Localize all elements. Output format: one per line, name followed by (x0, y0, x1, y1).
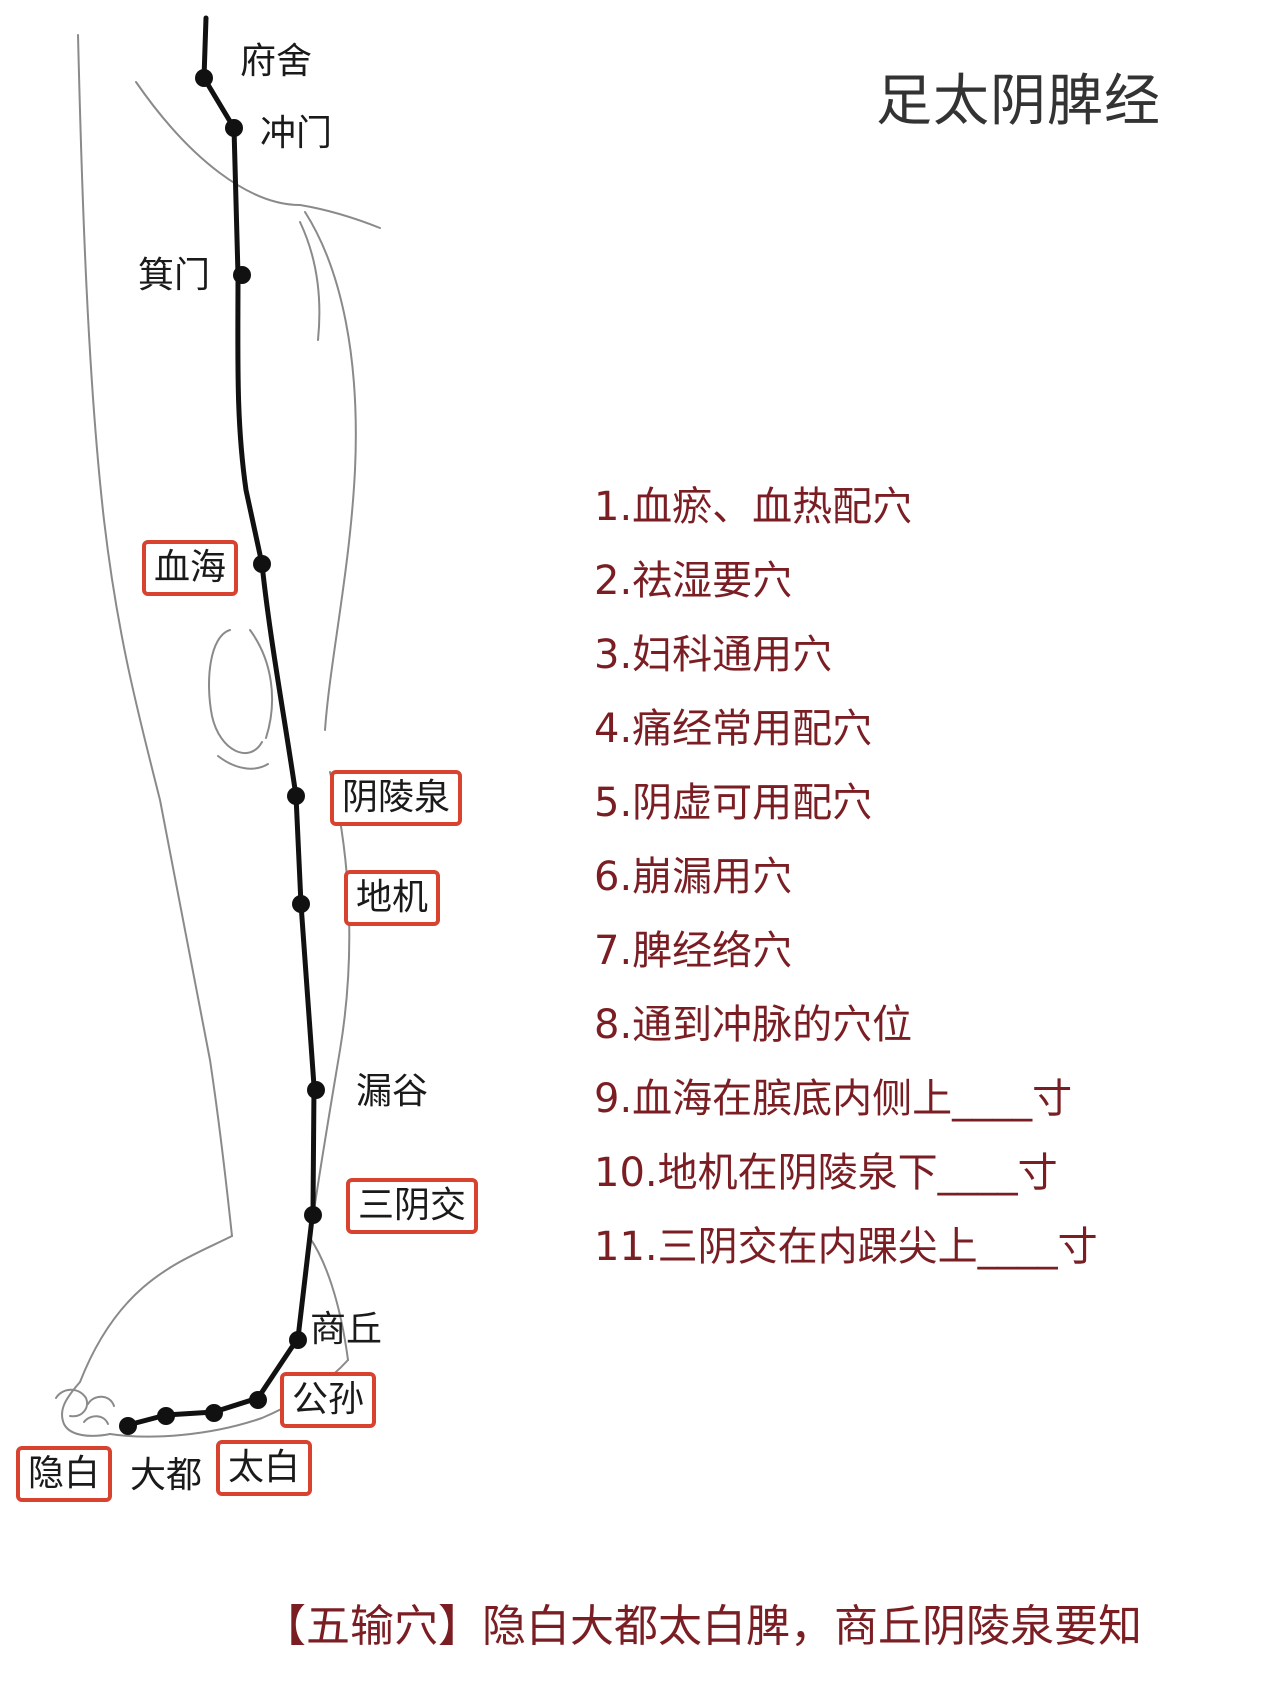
spleen-meridian-line (128, 18, 314, 1425)
acupoint-label-shangqiu: 商丘 (310, 1312, 382, 1348)
acupoint-label-taibai: 太白 (216, 1440, 312, 1496)
knee-cap (209, 630, 262, 753)
question-item: 9.血海在膑底内侧上____寸 (594, 1062, 1098, 1136)
thigh-inner-contour (300, 222, 319, 340)
question-list: 1.血瘀、血热配穴 2.祛湿要穴 3.妇科通用穴 4.痛经常用配穴 5.阴虚可用… (594, 470, 1098, 1284)
chongmen-point-dot (225, 119, 243, 137)
taibai-point-dot (205, 1404, 223, 1422)
acupoint-label-sanyinjiao: 三阴交 (346, 1178, 478, 1234)
knee-crease (250, 630, 272, 738)
xuehai-point-dot (253, 555, 271, 573)
jimen-point-dot (233, 266, 251, 284)
question-item: 8.通到冲脉的穴位 (594, 988, 1098, 1062)
fushe-point-dot (195, 69, 213, 87)
diji-point-dot (292, 895, 310, 913)
question-item: 7.脾经络穴 (594, 914, 1098, 988)
acupoint-label-diji: 地机 (344, 870, 440, 926)
shangqiu-point-dot (289, 1331, 307, 1349)
question-item: 1.血瘀、血热配穴 (594, 470, 1098, 544)
acupoint-label-fushe: 府舍 (240, 44, 312, 80)
yinbai-point-dot (119, 1417, 137, 1435)
question-item: 6.崩漏用穴 (594, 840, 1098, 914)
acupoint-label-gongsun: 公孙 (280, 1372, 376, 1428)
leg-outline-front (305, 212, 356, 730)
leg-outline-back (78, 35, 232, 1236)
lougu-point-dot (307, 1081, 325, 1099)
calf-outline-front (310, 772, 349, 1238)
acupoint-label-dadu: 大都 (130, 1458, 202, 1494)
question-item: 3.妇科通用穴 (594, 618, 1098, 692)
question-item: 11.三阴交在内踝尖上____寸 (594, 1210, 1098, 1284)
toe-3 (84, 1416, 108, 1424)
dadu-point-dot (157, 1407, 175, 1425)
page-title: 足太阴脾经 (876, 56, 1161, 137)
question-item: 5.阴虚可用配穴 (594, 766, 1098, 840)
acupoint-label-chongmen: 冲门 (260, 116, 332, 152)
question-item: 4.痛经常用配穴 (594, 692, 1098, 766)
knee-lower (218, 756, 268, 769)
toe-2 (88, 1397, 114, 1406)
acupoint-label-yinlingquan: 阴陵泉 (330, 770, 462, 826)
acupoint-label-jimen: 箕门 (138, 258, 210, 294)
question-item: 10.地机在阴陵泉下____寸 (594, 1136, 1098, 1210)
acupoint-label-yinbai: 隐白 (16, 1446, 112, 1502)
acupoint-label-xuehai: 血海 (142, 540, 238, 596)
five-shu-points-mnemonic: 【五输穴】隐白大都太白脾，商丘阴陵泉要知 (262, 1590, 1142, 1654)
acupoint-label-lougu: 漏谷 (356, 1074, 428, 1110)
gongsun-point-dot (249, 1391, 267, 1409)
yinlingquan-point-dot (287, 787, 305, 805)
question-item: 2.祛湿要穴 (594, 544, 1098, 618)
groin-crease (136, 82, 380, 228)
sanyinjiao-point-dot (304, 1206, 322, 1224)
